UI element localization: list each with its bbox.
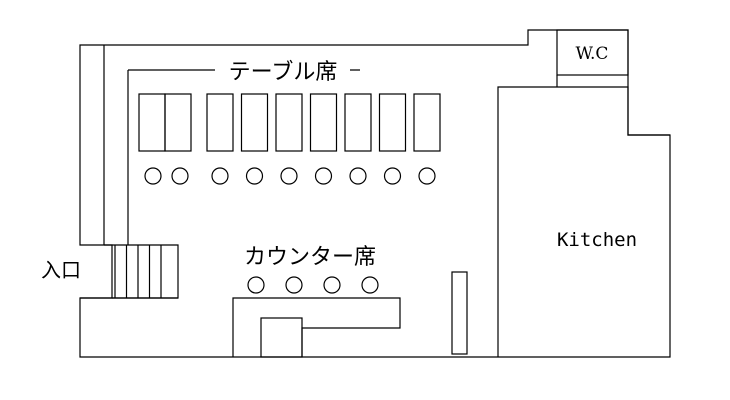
table-7 <box>413 93 441 152</box>
restroom <box>556 29 629 76</box>
counter-stools <box>247 276 379 294</box>
counter-stool-3 <box>323 276 341 294</box>
table-5 <box>344 93 372 152</box>
table-1 <box>206 93 234 152</box>
pillar <box>451 271 468 355</box>
outer-wall <box>79 29 671 358</box>
kitchen-wall <box>497 86 670 357</box>
table-4 <box>309 93 338 152</box>
table-stool-4 <box>245 167 264 185</box>
restroom-label: W.C <box>576 44 609 64</box>
tables <box>138 93 441 152</box>
table-stool-7 <box>349 167 367 185</box>
table-stool-8 <box>383 167 402 185</box>
entrance-label: 入口 <box>41 258 81 282</box>
counter-inner-box <box>260 317 303 358</box>
table-6 <box>378 93 407 152</box>
table-stool-3 <box>211 167 229 185</box>
table-seats-label-bg <box>215 56 350 84</box>
table-seats-label: テーブル席 <box>229 60 338 85</box>
table-3 <box>275 93 303 152</box>
table-stool-9 <box>418 167 436 185</box>
kitchen-label: Kitchen <box>557 229 637 251</box>
table-stool-1 <box>144 167 162 185</box>
counter-seats-label: カウンター席 <box>244 245 376 270</box>
counter-stool-2 <box>285 276 303 294</box>
counter-stool-4 <box>361 276 379 294</box>
counter-stool-1 <box>247 276 265 294</box>
table-pair-2 <box>164 93 192 152</box>
table-stools <box>144 167 436 185</box>
table-stool-6 <box>314 167 333 185</box>
counter <box>232 297 401 357</box>
table-stool-5 <box>280 167 298 185</box>
table-2 <box>240 93 269 152</box>
stairs <box>114 245 162 298</box>
table-stool-2 <box>171 167 189 185</box>
table-pair-1 <box>138 93 166 152</box>
